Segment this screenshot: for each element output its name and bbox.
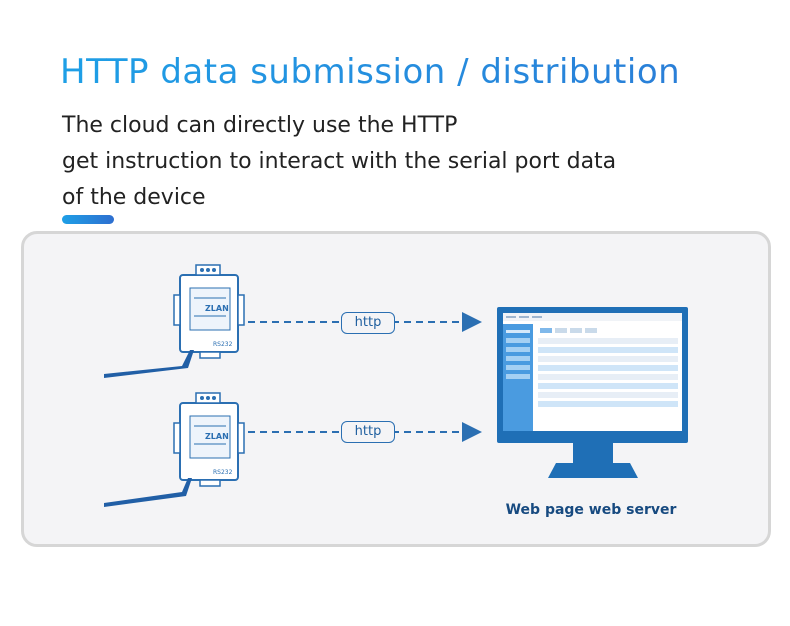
description-line: The cloud can directly use the HTTP xyxy=(62,113,458,138)
server-caption: Web page web server xyxy=(505,502,677,518)
page-title: HTTP data submission / distribution xyxy=(60,52,681,92)
title-accent-bar xyxy=(62,215,114,224)
antenna-2 xyxy=(104,478,192,507)
serial-device-1: ZLAN RS232 xyxy=(173,264,245,359)
device-port-label: RS232 xyxy=(213,341,233,348)
device-port-label: RS232 xyxy=(213,469,233,476)
serial-device-2: ZLAN RS232 xyxy=(173,392,245,487)
device-brand-label: ZLAN xyxy=(205,304,229,313)
description-line: get instruction to interact with the ser… xyxy=(62,149,617,174)
web-server-monitor xyxy=(497,307,688,478)
device-brand-label: ZLAN xyxy=(205,432,229,441)
description-line: of the device xyxy=(62,185,206,210)
description: The cloud can directly use the HTTP get … xyxy=(62,108,616,216)
http-label-1: http xyxy=(341,312,395,334)
http-label-2: http xyxy=(341,421,395,443)
antenna-1 xyxy=(104,350,194,378)
